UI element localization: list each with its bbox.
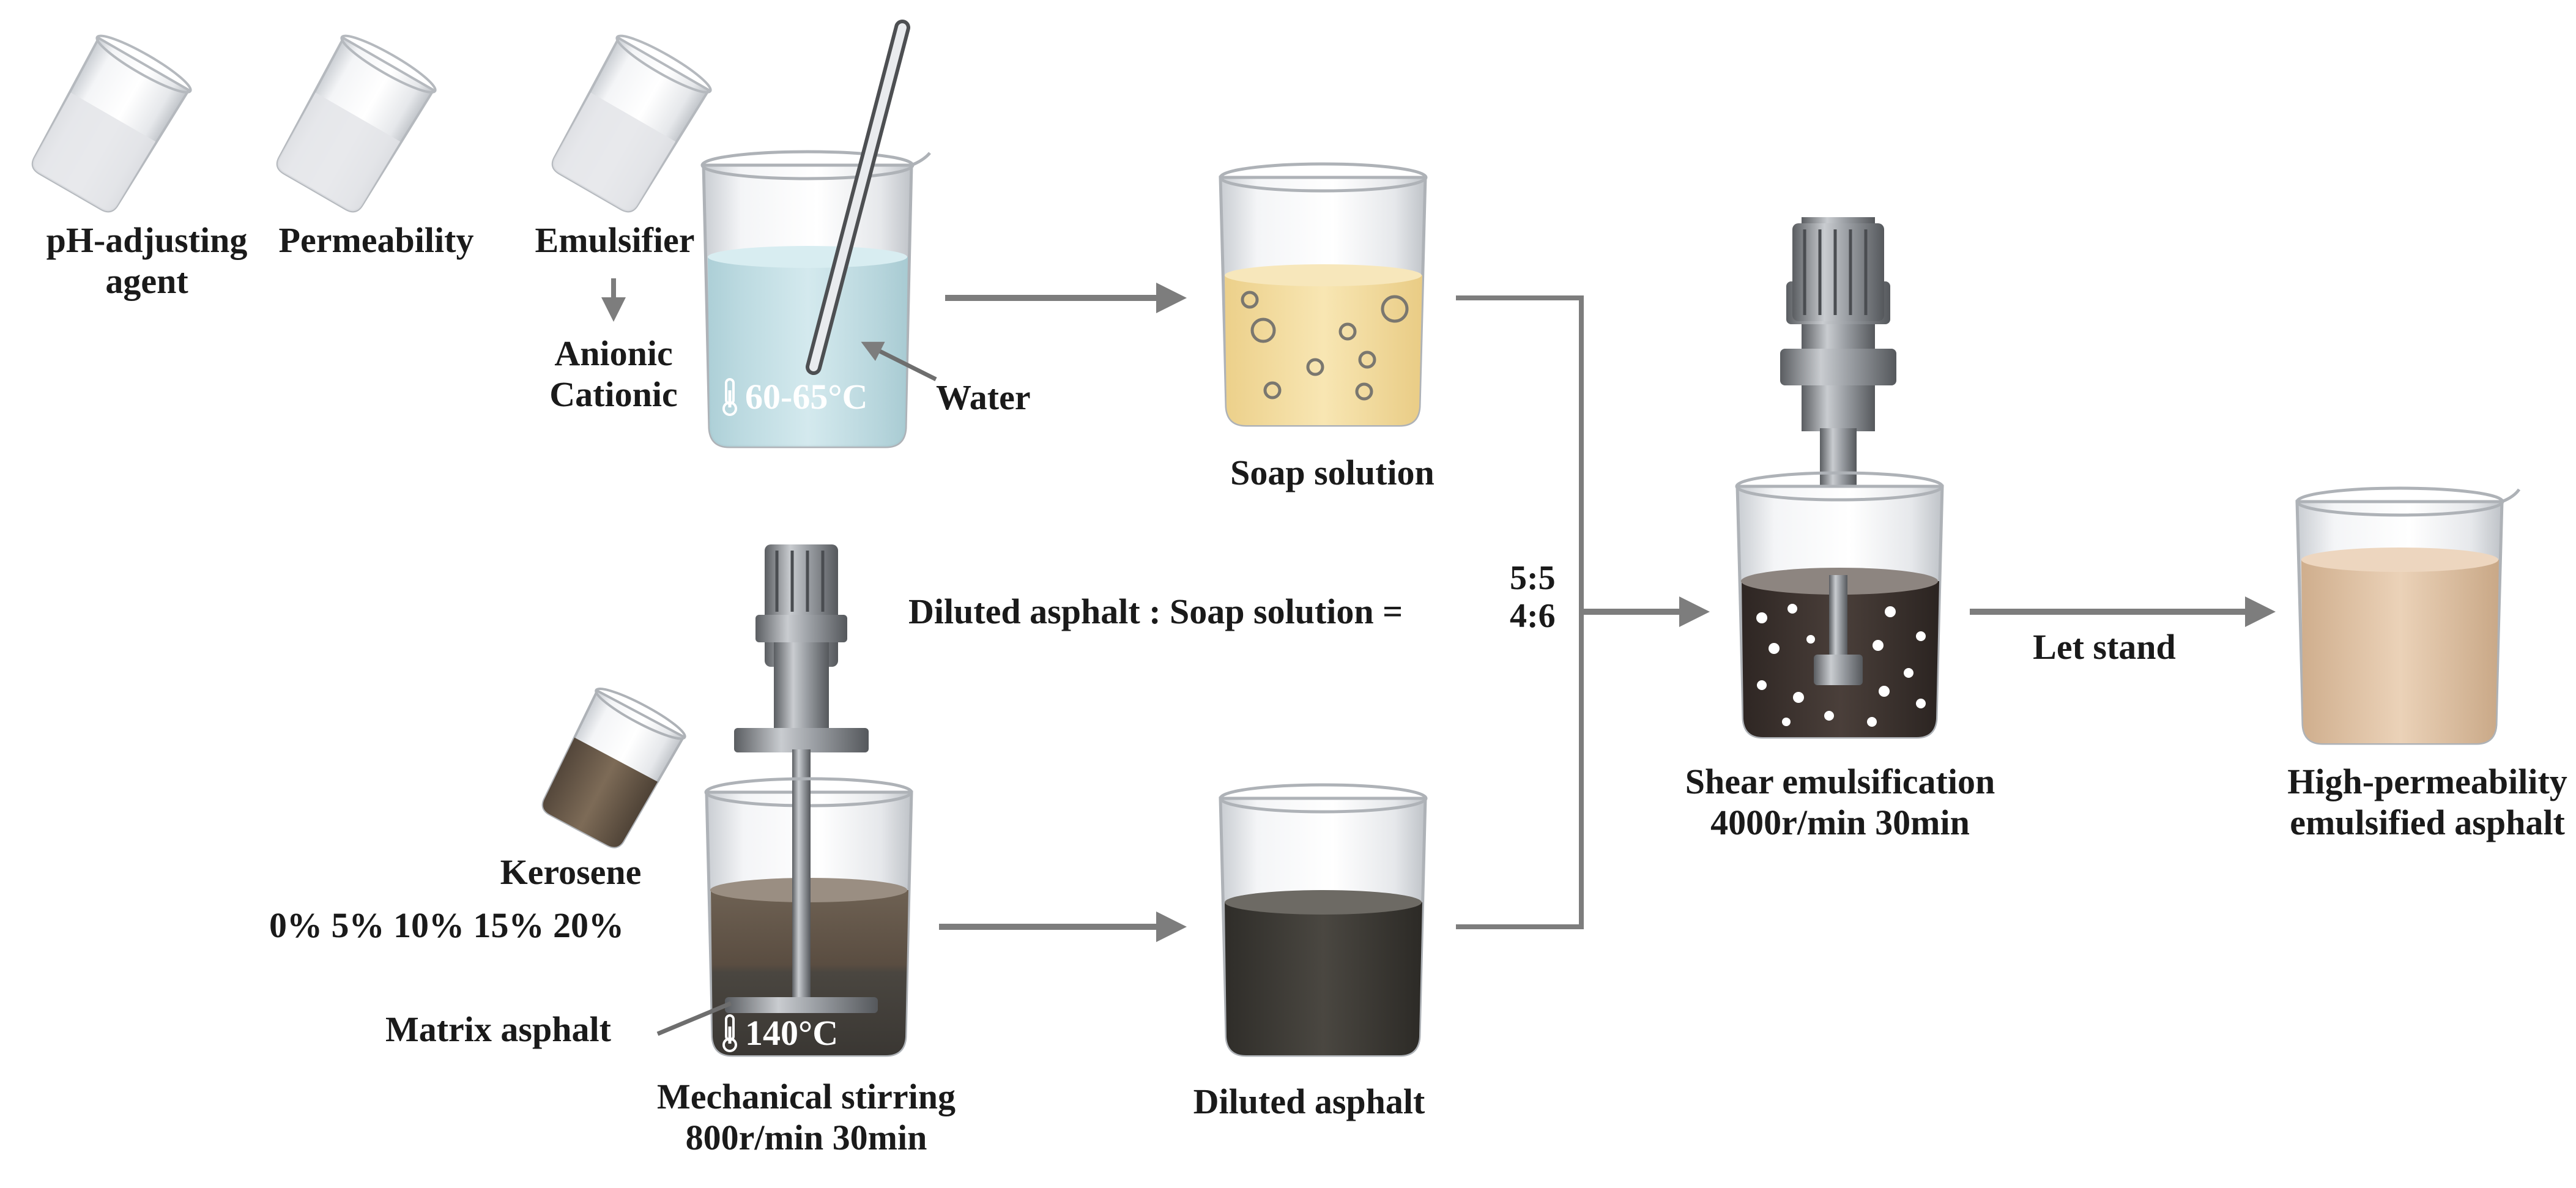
cationic-label: Cationic — [549, 374, 678, 414]
emulsifier-type-label: Anionic Cationic — [549, 333, 677, 415]
thermometer-icon — [722, 377, 737, 416]
ratio-5-5: 5:5 — [1510, 559, 1556, 597]
water-pointer-arrow-icon — [861, 341, 937, 382]
emulsifier-beaker-icon — [551, 34, 712, 213]
soap-solution-label: Soap solution — [1230, 453, 1435, 492]
let-stand-label: Let stand — [2033, 627, 2176, 667]
matrix-asphalt-pointer-icon — [656, 1001, 732, 1036]
mechanical-stirring-label: Mechanical stirring 800r/min 30min — [656, 1077, 956, 1157]
shear-emulsification-label: Shear emulsification 4000r/min 30min — [1685, 762, 1995, 842]
water-label: Water — [936, 377, 1031, 417]
product-beaker-icon — [2295, 486, 2521, 745]
shear-beaker-icon — [1735, 471, 1944, 739]
permeability-agent-beaker-icon — [276, 34, 437, 213]
matrix-asphalt-label: Matrix asphalt — [385, 1009, 611, 1049]
product-label: High-permeability emulsified asphalt — [2287, 762, 2567, 842]
stirring-beaker-icon — [704, 777, 913, 1057]
emulsifier-label: Emulsifier — [535, 220, 695, 260]
ratio-label: Diluted asphalt : Soap solution = — [908, 592, 1403, 631]
glass-rod-icon — [806, 20, 910, 375]
diluted-asphalt-label: Diluted asphalt — [1193, 1082, 1425, 1121]
ratio-4-6: 4:6 — [1510, 596, 1556, 635]
thermometer-icon — [722, 1014, 737, 1052]
asphalt-temperature: 140°C — [721, 1012, 838, 1053]
kerosene-dosage-label: 0% 5% 10% 15% 20% — [269, 905, 624, 945]
diluted-asphalt-beaker-icon — [1219, 783, 1428, 1057]
kerosene-beaker-icon — [541, 687, 686, 848]
water-beaker-icon — [700, 150, 931, 448]
permeability-label: Permeability — [278, 220, 474, 260]
kerosene-label: Kerosene — [500, 852, 642, 892]
ph-agent-beaker-icon — [31, 34, 192, 213]
water-temperature: 60-65°C — [721, 376, 867, 417]
ph-adjusting-agent-label: pH-adjusting agent — [46, 220, 248, 301]
anionic-label: Anionic — [554, 333, 673, 373]
soap-solution-beaker-icon — [1219, 162, 1428, 427]
ratio-values: 5:5 4:6 — [1510, 559, 1556, 635]
